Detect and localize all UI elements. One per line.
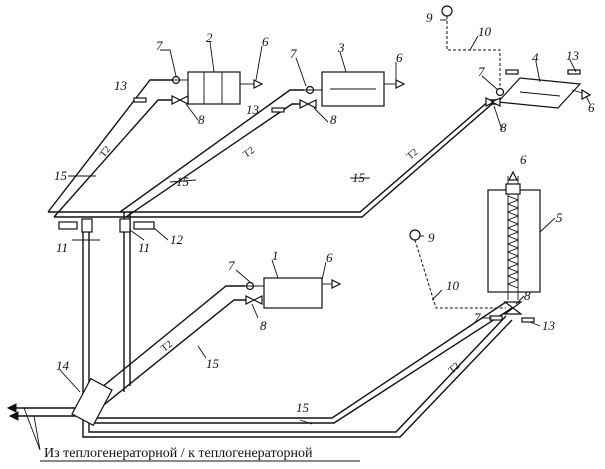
label-13-a: 13 (114, 78, 128, 93)
label-3: 3 (337, 40, 345, 55)
label-11-b: 11 (138, 240, 150, 255)
pipe-marks: T2 T2 T2 T2 T2 (98, 144, 463, 376)
consumer-4 (441, 5, 592, 109)
label-8-c: 8 (500, 120, 507, 135)
label-7-d: 7 (228, 258, 235, 273)
label-2: 2 (206, 30, 213, 45)
label-9-a: 9 (426, 10, 433, 25)
label-8-e: 8 (524, 288, 531, 303)
pipe-mark-4: T2 (159, 339, 175, 355)
label-8-a: 8 (198, 112, 205, 127)
pipe-network (6, 79, 513, 438)
label-6-d: 6 (520, 152, 527, 167)
pipe-mark-1: T2 (98, 144, 114, 160)
label-5: 5 (556, 210, 563, 225)
label-10-b: 10 (446, 278, 460, 293)
label-7-c: 7 (478, 64, 485, 79)
label-15-a: 15 (54, 168, 68, 183)
consumer-3 (271, 71, 406, 113)
label-12: 12 (170, 232, 184, 247)
label-13-c: 13 (566, 48, 580, 63)
label-6-c: 6 (588, 100, 595, 115)
label-15-d: 15 (206, 356, 220, 371)
label-8-b: 8 (330, 112, 337, 127)
label-1: 1 (272, 248, 279, 263)
label-15-c: 15 (352, 170, 366, 185)
consumer-2 (133, 71, 264, 105)
label-13-b: 13 (246, 102, 260, 117)
label-8-d: 8 (260, 318, 267, 333)
label-6-a: 6 (262, 34, 269, 49)
label-4: 4 (532, 50, 539, 65)
label-6-e: 6 (326, 250, 333, 265)
label-6-b: 6 (396, 50, 403, 65)
label-7-b: 7 (290, 46, 297, 61)
label-7-a: 7 (156, 38, 163, 53)
pipe-mark-3: T2 (405, 147, 421, 163)
label-11-a: 11 (56, 240, 68, 255)
callout-labels: 7 2 6 13 8 7 3 6 13 8 9 10 7 4 13 6 8 15… (54, 10, 595, 415)
label-7-e: 7 (474, 310, 481, 325)
label-15-e: 15 (296, 400, 310, 415)
diagram-caption: Из теплогенераторной / к теплогенераторн… (44, 446, 313, 461)
consumer-1 (245, 277, 342, 309)
label-13-d: 13 (542, 318, 556, 333)
label-15-b: 15 (176, 174, 190, 189)
label-9-b: 9 (428, 230, 435, 245)
pipe-mark-2: T2 (241, 145, 256, 160)
consumer-5 (409, 170, 541, 323)
connectors-11 (58, 218, 155, 233)
label-14: 14 (56, 358, 70, 373)
distributor-14 (71, 377, 113, 427)
leader-lines (23, 19, 591, 451)
label-10-a: 10 (478, 24, 492, 39)
